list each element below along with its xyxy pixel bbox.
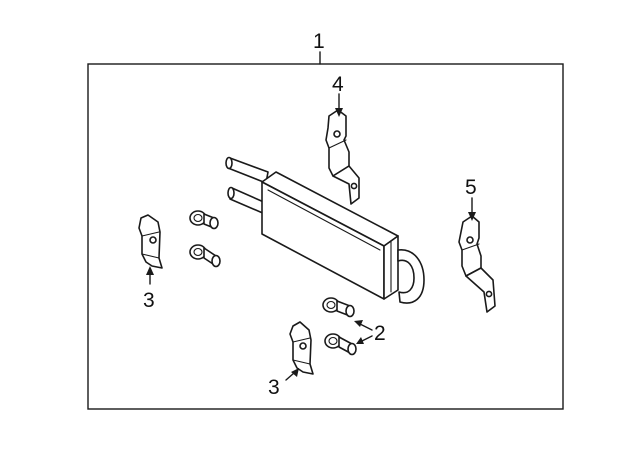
cooler-return-loop (397, 249, 425, 304)
upper-bracket (325, 109, 360, 205)
callout-1: 1 (313, 30, 325, 53)
right-bracket (458, 215, 496, 313)
fitting-bottom-lower (324, 333, 357, 356)
assembly-frame (87, 63, 564, 410)
fitting-left-upper (189, 210, 219, 230)
callout-2: 2 (374, 322, 386, 345)
fitting-left-lower (189, 244, 221, 268)
cooler-tube-upper (227, 157, 269, 184)
leader-2-upper (359, 323, 373, 331)
fitting-bottom-upper (322, 297, 355, 318)
oil-cooler (225, 156, 425, 304)
callout-5: 5 (465, 176, 477, 199)
callout-3-bottom: 3 (268, 376, 280, 399)
leader-3-bottom (285, 372, 295, 381)
left-clip (138, 214, 163, 269)
callout-4: 4 (332, 73, 344, 96)
cooler-tube-lower (229, 187, 267, 215)
leader-2-lower (361, 335, 373, 342)
callout-3-left: 3 (143, 289, 155, 312)
bottom-clip (289, 321, 314, 375)
